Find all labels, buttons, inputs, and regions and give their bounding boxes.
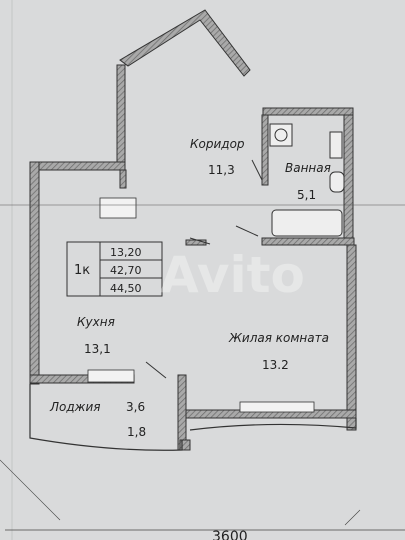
- wall-bathroom-right: [343, 114, 354, 246]
- kitchen-area: 13,1: [84, 342, 111, 356]
- kitchen-stove: [99, 197, 137, 219]
- wall-divider-top: [185, 239, 207, 246]
- wall-divider-lower: [177, 374, 187, 451]
- loggia-outline: [29, 384, 183, 451]
- door-living-2: [189, 237, 211, 245]
- living-room-area: 13.2: [262, 358, 289, 372]
- wall-kitchen-left: [29, 161, 40, 385]
- wall-loggia-corner: [179, 439, 191, 451]
- kitchen-name: Кухня: [77, 315, 115, 329]
- wall-bathroom-left: [261, 114, 269, 186]
- wall-bathroom-bottom: [261, 237, 355, 246]
- window-kitchen: [87, 369, 135, 383]
- bathroom-fixtures: [269, 123, 345, 237]
- loggia-area: 3,6: [126, 400, 145, 414]
- bathroom-name: Ванная: [285, 161, 331, 175]
- dimension-tick-right: [344, 509, 361, 526]
- summary-apartment-type: 1к: [74, 263, 90, 278]
- doors: [145, 159, 263, 379]
- window-living: [239, 401, 315, 413]
- wall-kitchen-top: [36, 161, 126, 171]
- bathroom-area: 5,1: [297, 188, 316, 202]
- door-bathroom: [251, 159, 263, 181]
- windows: [87, 197, 315, 413]
- dimension-label: 3600: [212, 529, 248, 540]
- corridor-area: 11,3: [208, 163, 235, 177]
- washbasin-drain: [274, 128, 288, 142]
- toilet: [329, 171, 345, 193]
- area-summary-table: [66, 241, 163, 297]
- door-living: [235, 225, 259, 237]
- summary-living-area: 13,20: [110, 246, 142, 259]
- wall-bathroom-top: [262, 107, 354, 116]
- summary-table-frame: [66, 241, 163, 297]
- wall-corridor-left: [116, 64, 126, 166]
- living-balcony-outline: [189, 418, 357, 431]
- washbasin: [269, 123, 293, 147]
- wall-upper-diagonal: [119, 9, 251, 77]
- door-loggia: [145, 361, 167, 379]
- bathtub: [271, 209, 343, 237]
- avito-watermark: Avito: [160, 246, 305, 304]
- boiler: [329, 131, 343, 159]
- wall-kitchen-stub: [119, 169, 127, 189]
- loggia-name: Лоджия: [49, 400, 101, 414]
- living-room-name: Жилая комната: [228, 331, 329, 345]
- loggia-area-reduced: 1,8: [127, 425, 146, 439]
- summary-total-area: 42,70: [110, 264, 142, 277]
- summary-total-with-loggia: 44,50: [110, 282, 142, 295]
- dimension-tick-left: [0, 459, 61, 521]
- wall-living-right: [346, 244, 357, 431]
- walls: [29, 9, 357, 451]
- corridor-name: Коридор: [190, 137, 245, 151]
